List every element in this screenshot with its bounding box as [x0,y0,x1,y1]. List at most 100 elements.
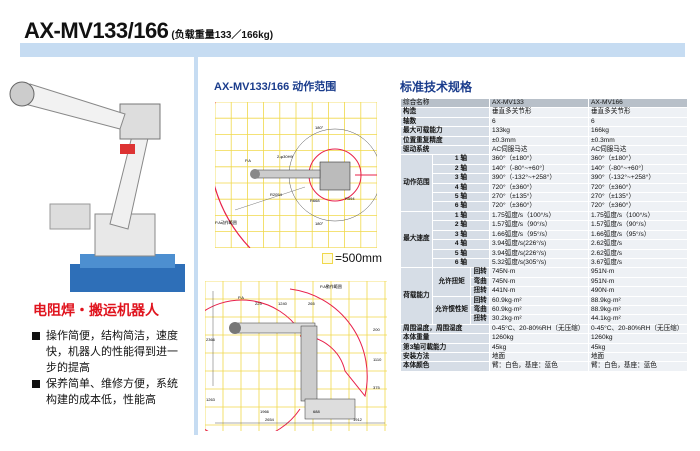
table-row: 安装方法地面地面 [400,351,689,363]
spec-cell: 0-45°C、20-80%RH（无压缩） [488,323,589,335]
spec-cell: 4 轴 [431,239,490,250]
spec-cell: 60.9kg·m² [488,295,589,306]
spec-cell: 720°（±360°） [488,182,589,194]
spec-cell: 44.1kg·m² [587,314,689,325]
grid-square-icon [322,252,333,264]
page-title: AX-MV133/166(负载重量133／166kg) [24,18,273,44]
header-band [20,43,685,57]
spec-cell: 6 轴 [431,257,490,269]
spec-cell: 951N·m [587,276,689,288]
dim-1240: 1240 [278,301,288,306]
spec-cell: 745N·m [488,267,589,278]
label-pa-range: P.A動作範囲 [320,283,342,289]
spec-cell: 本体重量 [400,333,490,344]
spec-cell: 5.32弧度/s(305°/s) [488,257,589,269]
spec-cell: 动作范围 [400,154,433,212]
spec-cell: 轴数 [400,116,490,128]
spec-cell: 3 轴 [431,173,490,184]
dim-375: 375 [373,385,380,390]
spec-cell: ±0.3mm [488,135,589,147]
spec-cell: AX-MV133 [488,97,589,109]
spec-cell: 周围温度，周围湿度 [400,323,490,335]
spec-cell: 6 [488,116,589,128]
robot-image [9,81,185,292]
spec-cell: 3.94弧度/s(226°/s) [488,239,589,250]
spec-cell: 951N·m [587,267,689,278]
spec-cell: 6 [587,116,689,128]
spec-cell: 最大速度 [400,210,433,269]
dim-2654: 2654 [265,417,275,422]
spec-cell: 360°（±180°） [587,154,689,165]
table-row: 位置重复精度±0.3mm±0.3mm [400,135,689,147]
spec-cell: 1260kg [488,333,589,344]
spec-cell: 1.75弧度/s（100°/s） [488,210,589,222]
spec-cell: 构造 [400,107,490,118]
spec-cell: 133kg [488,126,589,137]
legend-text: =500mm [335,251,383,265]
spec-cell: 1.66弧度/s（95°/s） [488,229,589,241]
dim-1110: 1110 [373,357,382,362]
label-pa: P.A [245,158,251,163]
spec-cell: 3.94弧度/s(226°/s) [488,248,589,259]
spec-cell: 垂直多关节形 [587,107,689,118]
spec-heading: 标准技术规格 [400,80,473,94]
spec-cell: 扭转 [470,286,490,297]
spec-cell: 地面 [587,351,689,363]
spec-cell: 60.9kg·m² [488,304,589,316]
top-view-range-diagram: 180° 180° P.A 2-φ30H9 R2054 R668 R594 P.… [215,102,377,248]
label-180-top: 180° [315,125,324,130]
spec-cell: 745N·m [488,276,589,288]
label-pa-range: P.A动作範囲 [215,219,237,225]
spec-cell: 臂：白色，基座：蓝色 [587,361,689,372]
spec-cell: 45kg [488,342,589,353]
spec-cell: 2 轴 [431,163,490,175]
spec-cell: 270°（±135°） [488,192,589,203]
dim-265: 265 [308,301,315,306]
spec-cell: 1260kg [587,333,689,344]
spec-cell: ±0.3mm [587,135,689,147]
spec-cell: AC伺服马达 [488,145,589,156]
spec-cell: 5 轴 [431,248,490,259]
spec-cell: 6 轴 [431,201,490,212]
spec-cell: 360°（±180°） [488,154,589,165]
spec-cell: 2.62弧度/s [587,248,689,259]
spec-cell: AC伺服马达 [587,145,689,156]
spec-cell: 390°（-132°~+258°） [587,173,689,184]
spec-cell: 1 轴 [431,154,490,165]
dim-225: 225 [255,301,262,306]
table-row: 本体颜色臂：白色，基座：蓝色臂：白色，基座：蓝色 [400,361,689,372]
spec-cell: 5 轴 [431,192,490,203]
spec-cell: 1.57弧度/s（90°/s） [587,220,689,231]
spec-cell: 臂：白色，基座：蓝色 [488,361,589,372]
category-title: 电阻焊・搬运机器人 [33,302,159,318]
spec-cell: 垂直多关节形 [488,107,589,118]
spec-cell: 0-45°C、20-80%RH（无压缩） [587,323,689,335]
dim-688: 688 [313,409,320,414]
spec-cell: 166kg [587,126,689,137]
dim-1263: 1263 [206,397,216,402]
spec-cell: 270°（±135°） [587,192,689,203]
spec-cell: 2.62弧度/s [587,239,689,250]
spec-cell: 回转 [470,295,490,306]
label-r594: R594 [345,196,355,201]
spec-cell: 允许扭矩 [431,267,472,297]
column-divider [194,57,198,435]
spec-cell: 140°（-80°~+60°） [587,163,689,175]
spec-cell: 441N·m [488,286,589,297]
spec-cell: 第3轴可載能力 [400,342,490,353]
